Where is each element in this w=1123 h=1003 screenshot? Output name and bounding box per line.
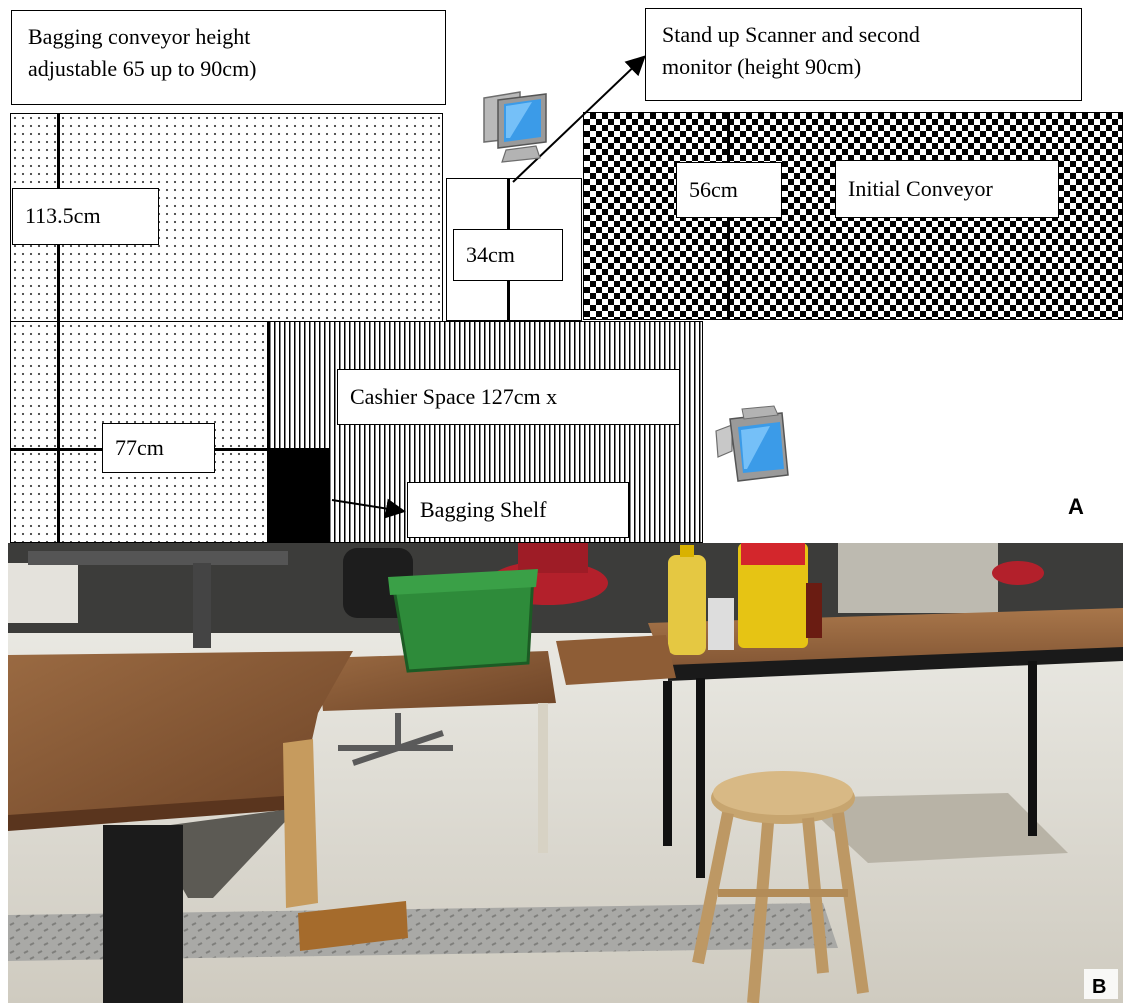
- bagging-shelf-label: Bagging Shelf: [407, 482, 629, 538]
- bagging-shelf-arrow: [331, 498, 406, 519]
- bagging-shelf-block: [268, 448, 330, 543]
- photo-floor-mat: [798, 793, 1068, 863]
- photo-initial-conveyor-edge: [668, 647, 1123, 681]
- photo-left-table-support: [148, 808, 298, 898]
- photo-oil-cap: [680, 545, 694, 557]
- scanner-monitor-label: Stand up Scanner and second monitor (hei…: [645, 8, 1082, 101]
- photo-green-crate-rim: [388, 569, 538, 595]
- photo-chair-back: [518, 543, 588, 573]
- photo-oil-bottle: [668, 555, 706, 655]
- panel-letter-b: B: [1092, 976, 1106, 998]
- scanner-icon: [715, 405, 789, 482]
- photo-cubicle: [8, 563, 78, 623]
- dim-113-label: 113.5cm: [12, 188, 159, 245]
- photo-scanner-shelf: [556, 635, 676, 685]
- photo-panel-b: B: [8, 543, 1123, 1003]
- photo-mid-table-leg: [538, 703, 548, 853]
- bagging-conveyor-label: Bagging conveyor height adjustable 65 up…: [11, 10, 446, 105]
- photo-chair-right: [992, 561, 1044, 585]
- photo-left-table-leg: [103, 825, 183, 1003]
- photo-back-desk: [28, 551, 288, 565]
- panel-letter-b-bg: [1084, 969, 1118, 999]
- photo-snack-bag: [738, 543, 808, 648]
- dim-77-label: 77cm: [102, 423, 215, 473]
- diagram-arrows: [331, 55, 646, 519]
- bagging-divider-vertical: [57, 113, 60, 543]
- photo-table-leg-r1: [696, 678, 705, 878]
- cashier-space-label: Cashier Space 127cm x: [337, 369, 680, 425]
- photo-bagging-shelf: [283, 739, 318, 908]
- photo-can: [708, 598, 734, 650]
- photo-bagging-shelf-base: [298, 901, 408, 951]
- scanner-arrow: [512, 55, 646, 183]
- photo-back-desk-leg: [193, 563, 211, 648]
- diagram-panel-a: Bagging conveyor height adjustable 65 up…: [10, 8, 1123, 543]
- initial-conveyor-label: Initial Conveyor: [835, 160, 1059, 218]
- photo-stool-legs: [692, 811, 869, 1003]
- photo-cabinet: [838, 543, 998, 613]
- photo-jar: [806, 583, 822, 638]
- photo-floor-plate: [8, 903, 838, 961]
- photo-stool-seat-top: [713, 771, 853, 815]
- photo-table-leg-r2: [663, 681, 672, 846]
- photo-left-table-edge: [8, 795, 300, 831]
- panel-letter-a: A: [1068, 494, 1084, 519]
- photo-office-chair-base: [338, 713, 453, 766]
- photo-snack-bag-label: [741, 543, 805, 565]
- monitor-icon: [483, 91, 547, 163]
- photo-table-leg-r3: [1028, 661, 1037, 836]
- dim-56-label: 56cm: [676, 162, 782, 218]
- photo-bagging-table-left: [8, 651, 353, 825]
- dim-34-label: 34cm: [453, 229, 563, 281]
